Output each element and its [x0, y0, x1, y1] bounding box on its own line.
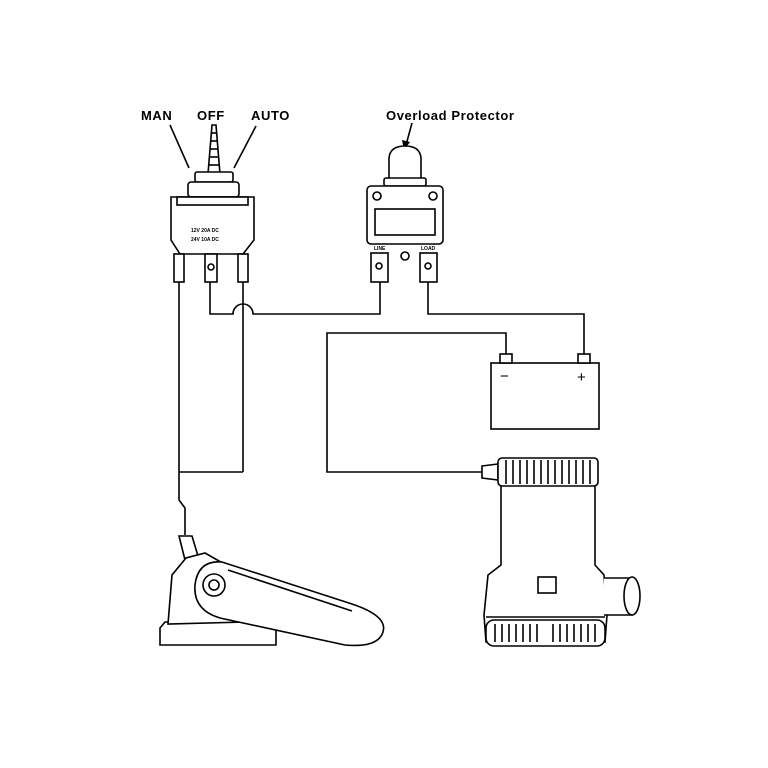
- switch-terminal-left: [173, 253, 185, 283]
- float-switch: [159, 535, 385, 647]
- battery-body: [490, 362, 600, 430]
- protector-nut: [383, 177, 427, 187]
- auto-pointer-line: [233, 125, 257, 169]
- protector-terminal-load-label: LOAD: [421, 246, 436, 252]
- pump-cap-ribs: [505, 460, 591, 484]
- pump-strainer: [485, 619, 606, 647]
- battery-positive-symbol: +: [577, 369, 586, 386]
- switch-off-label: OFF: [197, 108, 225, 123]
- pump-body: [483, 479, 608, 643]
- switch-body-top: [176, 196, 249, 206]
- battery-positive-terminal: [577, 353, 591, 364]
- switch-auto-label: AUTO: [251, 108, 290, 123]
- battery-negative-symbol: −: [500, 368, 509, 385]
- bilge-pump: [481, 457, 641, 647]
- reset-button: [388, 145, 422, 181]
- pump-outlet-opening: [623, 576, 641, 616]
- wire-battery-negative-to-pump: [326, 332, 507, 473]
- pump-label-window: [537, 576, 557, 594]
- pump-strainer-slots: [494, 624, 596, 642]
- protector-terminal-line-label: LINE: [374, 246, 386, 252]
- battery-negative-terminal: [499, 353, 513, 364]
- battery: − +: [490, 353, 600, 430]
- switch-rating-line-2: 24V 10A DC: [191, 237, 219, 243]
- overload-protector: LINE LOAD: [366, 122, 444, 283]
- pump-cable-gland: [481, 463, 499, 481]
- toggle-switch: 12V 20A DC 24V 10A DC: [169, 124, 257, 283]
- protector-face: [374, 208, 436, 236]
- wire-switch-to-float: [178, 282, 186, 535]
- switch-bushing: [194, 171, 234, 183]
- man-pointer-line: [169, 124, 190, 169]
- wire-switch-to-protector: [209, 282, 381, 315]
- switch-rating-line-1: 12V 20A DC: [191, 228, 219, 234]
- switch-nut: [187, 181, 240, 198]
- float-arm: [194, 561, 385, 647]
- switch-man-label: MAN: [141, 108, 173, 123]
- wire-protector-to-battery-positive: [427, 282, 585, 354]
- overload-protector-label: Overload Protector: [386, 108, 515, 123]
- wires: [178, 282, 585, 535]
- switch-terminal-right: [237, 253, 249, 283]
